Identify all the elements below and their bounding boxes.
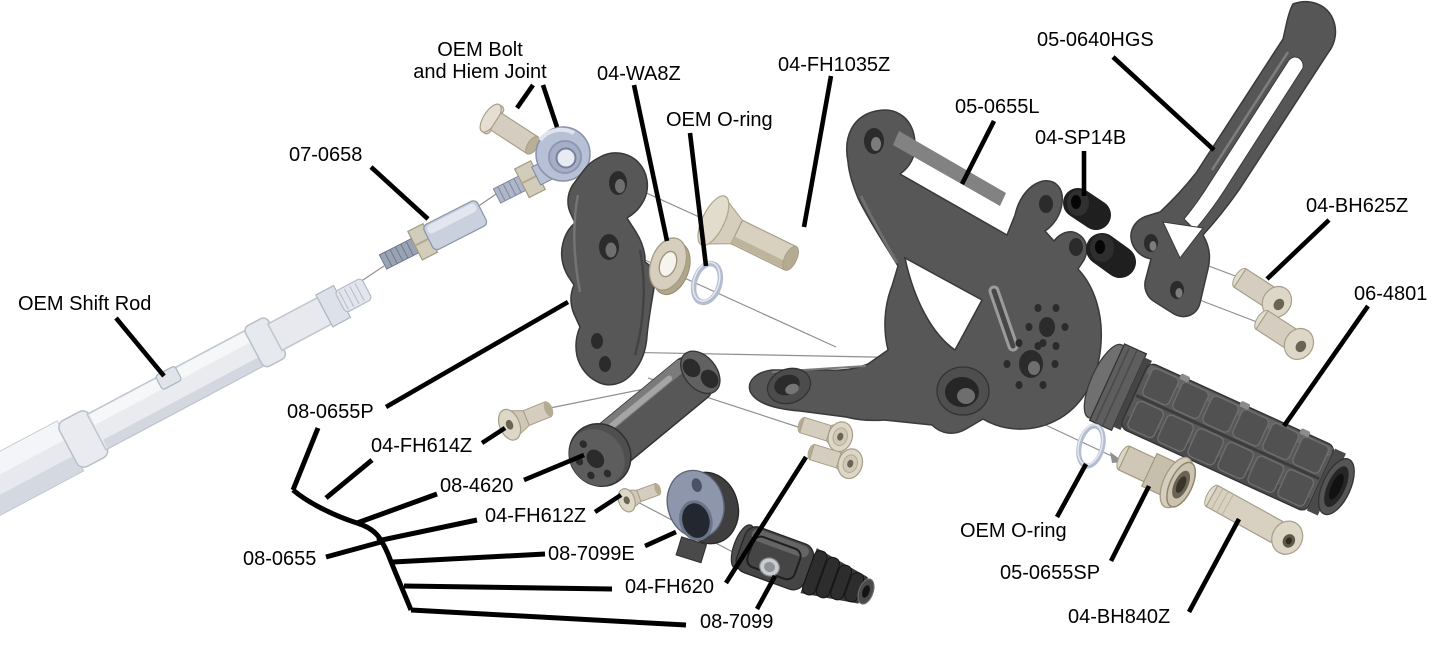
label-04-fh612z: 04-FH612Z (485, 505, 587, 527)
part-08-7099 (730, 524, 875, 605)
part-oem-shift-rod (0, 278, 372, 520)
part-04-sp14b (1063, 188, 1136, 278)
label-oem-bolt-line1: OEM Bolt (437, 39, 523, 61)
label-08-4620: 08-4620 (440, 475, 514, 497)
label-06-4801: 06-4801 (1354, 283, 1428, 305)
label-04-fh620: 04-FH620 (625, 576, 714, 598)
part-oem-oring-top (690, 260, 724, 306)
part-04-fh614z (497, 400, 554, 441)
part-05-0655sp (1116, 445, 1197, 509)
part-04-bh840z (1204, 484, 1304, 555)
part-06-4801 (1083, 343, 1355, 516)
leader-lines (114, 55, 1370, 614)
label-08-0655: 08-0655 (243, 548, 317, 570)
label-04-sp14b: 04-SP14B (1035, 127, 1127, 149)
label-oem-bolt-hiem-joint: OEM Bolt and Hiem Joint (398, 39, 562, 83)
label-08-7099e: 08-7099E (548, 543, 635, 565)
part-04-fh612z (617, 482, 662, 513)
part-04-bh625z (1232, 267, 1315, 360)
label-08-0655p: 08-0655P (287, 401, 374, 423)
label-08-7099: 08-7099 (700, 611, 774, 633)
part-08-4620 (568, 350, 721, 487)
label-oem-oring-bottom: OEM O-ring (960, 520, 1067, 542)
label-04-bh840z: 04-BH840Z (1068, 606, 1171, 628)
label-04-fh1035z: 04-FH1035Z (778, 54, 891, 76)
part-07-0658 (378, 200, 488, 270)
part-oem-heim-joint (492, 126, 591, 204)
part-08-7099e (666, 469, 740, 564)
part-oem-oring-bottom (1076, 423, 1106, 469)
label-05-0655l: 05-0655L (955, 96, 1040, 118)
label-04-fh614z: 04-FH614Z (371, 435, 473, 457)
part-oem-bolt (479, 103, 540, 155)
kit-fan-lines (290, 427, 687, 628)
label-05-0655sp: 05-0655SP (1000, 562, 1101, 584)
part-04-wa8z (648, 237, 691, 296)
part-04-fh1035z (697, 195, 800, 271)
part-05-0640hgs (1130, 0, 1337, 318)
part-05-0655l (748, 109, 1103, 434)
part-04-fh620 (797, 416, 864, 480)
label-04-wa8z: 04-WA8Z (597, 63, 681, 85)
label-oem-shift-rod: OEM Shift Rod (18, 293, 152, 315)
label-04-bh625z: 04-BH625Z (1306, 195, 1409, 217)
label-oem-oring-top: OEM O-ring (666, 109, 773, 131)
label-05-0640hgs: 05-0640HGS (1037, 29, 1154, 51)
label-07-0658: 07-0658 (289, 144, 363, 166)
label-oem-bolt-line2: and Hiem Joint (413, 61, 547, 83)
part-08-0655p (560, 152, 656, 386)
